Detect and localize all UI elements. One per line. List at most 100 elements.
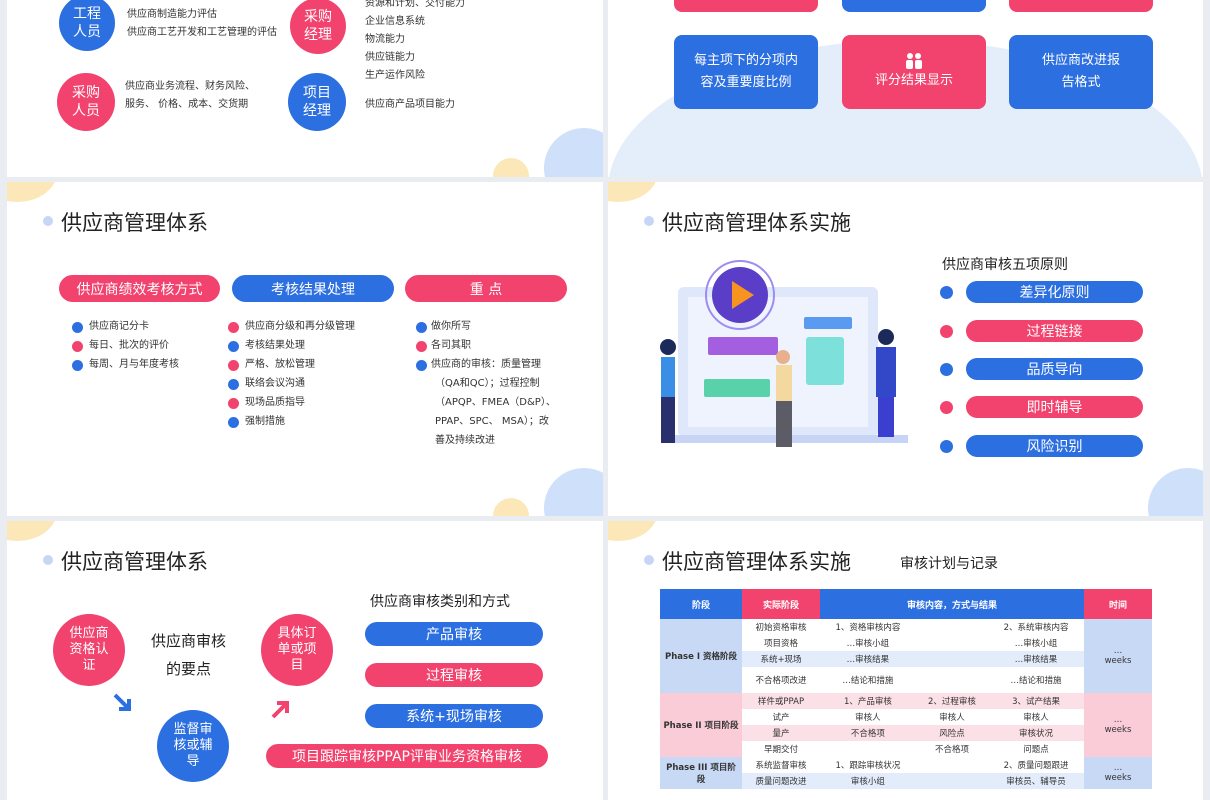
bullet — [72, 360, 83, 371]
supervision-circle: 监督审 核或辅 导 — [157, 710, 229, 782]
title-dot — [644, 216, 654, 226]
phase3-time: … weeks — [1084, 757, 1152, 789]
phase1-time: … weeks — [1084, 619, 1152, 693]
audit-types-title: 供应商审核类别和方式 — [370, 594, 510, 610]
table-cell: 审核状况 — [1019, 729, 1054, 739]
bullet — [416, 322, 427, 333]
table-cell — [916, 757, 988, 773]
table-cell: 试产 — [772, 713, 790, 723]
table-cell — [916, 651, 988, 667]
table-cell: 1、产品审核 — [843, 697, 892, 707]
bullet — [228, 379, 239, 390]
th-content: 审核内容，方式与结果 — [820, 589, 1084, 619]
item-ratio-button[interactable]: 每主项下的分项内 容及重要度比例 — [674, 35, 818, 109]
table-cell: 审核人 — [855, 713, 881, 723]
th-actual-stage: 实际阶段 — [742, 589, 820, 619]
audit-plan-table: 阶段 实际阶段 审核内容，方式与结果 时间 Phase I 资格阶段 初始资格审… — [660, 589, 1152, 789]
table-cell: …结论和措施 — [1010, 676, 1062, 686]
table-cell: 1、跟踪审核状况 — [835, 761, 901, 771]
bullet — [416, 341, 427, 352]
header-result-handling: 考核结果处理 — [232, 275, 394, 302]
bullet — [228, 417, 239, 428]
role-purchaser-desc: 供应商业务流程、财务风险、 服务、 价格、成本、交货期 — [125, 81, 255, 110]
table-cell: 系统监督审核 — [755, 761, 807, 771]
top-button-3 — [1009, 0, 1153, 12]
table-cell: 不合格项改进 — [755, 676, 807, 686]
role-purchaser-circle: 采购 人员 — [57, 73, 115, 131]
slide-management-system: 供应商管理体系 供应商绩效考核方式 考核结果处理 重 点 供应商记分卡 每日、批… — [7, 182, 603, 516]
role-project-manager-circle: 项目 经理 — [288, 73, 346, 131]
table-cell: …审核结果 — [846, 655, 890, 665]
table-cell: 审核员、辅导员 — [1006, 777, 1066, 787]
bullet — [416, 360, 427, 371]
deco-blue — [1148, 468, 1203, 516]
bullet — [228, 322, 239, 333]
project-circle: 具体订 单或项 目 — [261, 614, 333, 686]
principle-process-link: 过程链接 — [966, 320, 1143, 342]
deco-blue — [544, 128, 603, 177]
table-cell — [916, 773, 988, 789]
deco-yellow-tl — [608, 182, 658, 202]
bullet — [72, 322, 83, 333]
table-cell: 项目资格 — [763, 639, 798, 649]
product-audit-pill: 产品审核 — [365, 622, 543, 646]
meeting-illustration — [660, 260, 908, 447]
improvement-report-button[interactable]: 供应商改进报 告格式 — [1009, 35, 1153, 109]
phase3-label: Phase III 项目阶段 — [660, 757, 742, 789]
bullet — [940, 440, 953, 453]
table-cell: 2、系统审核内容 — [1003, 623, 1069, 633]
deco-yellow-tl — [608, 521, 658, 541]
phase2-label: Phase II 项目阶段 — [660, 693, 742, 757]
table-cell: 2、质量问题跟进 — [1003, 761, 1069, 771]
bullet — [940, 363, 953, 376]
table-cell: 系统+现场 — [760, 655, 802, 665]
table-cell: 量产 — [772, 729, 790, 739]
top-button-2 — [842, 0, 986, 12]
role-engineer-circle: 工程 人员 — [59, 0, 115, 51]
arrow-up-right-icon — [271, 701, 289, 719]
role-purchase-manager-circle: 采购 经理 — [290, 0, 346, 54]
title-dot — [644, 555, 654, 565]
deco-yellow — [493, 158, 529, 177]
role-purchase-manager-desc: 资源和计划、交付能力 企业信息系统 物流能力 供应链能力 生产运作风险 — [365, 0, 465, 81]
table-cell — [916, 635, 988, 651]
table-cell: 早期交付 — [763, 745, 798, 755]
phase2-time: … weeks — [1084, 693, 1152, 757]
slide-title: 供应商管理体系实施 — [662, 550, 851, 574]
table-cell: 2、过程审核 — [928, 697, 976, 707]
phase1-label: Phase I 资格阶段 — [660, 619, 742, 693]
audit-plan-subtitle: 审核计划与记录 — [900, 556, 998, 572]
deco-blue — [544, 468, 603, 516]
audit-points-label: 供应商审核 的要点 — [151, 632, 227, 678]
th-stage: 阶段 — [660, 589, 742, 619]
slide-title: 供应商管理体系实施 — [662, 211, 851, 235]
slide-five-principles: 供应商管理体系实施 供应商审核五项原则 差异化原则 过程链接 品质导向 即时辅导… — [608, 182, 1203, 516]
arrow-down-right-icon — [113, 693, 131, 711]
title-dot — [43, 555, 53, 565]
key-points-list: 做你所写 各司其职 供应商的审核：质量管理 （QA和QC）；过程控制 （APQP… — [431, 321, 556, 446]
slide-title: 供应商管理体系 — [61, 211, 208, 235]
slide-title: 供应商管理体系 — [61, 550, 208, 574]
table-cell: 质量问题改进 — [755, 777, 807, 787]
slide-scoring: 每主项下的分项内 容及重要度比例 评分结果显示 供应商改进报 告格式 — [608, 0, 1203, 177]
principle-risk: 风险识别 — [966, 435, 1143, 457]
title-dot — [43, 216, 53, 226]
bullet — [940, 286, 953, 299]
system-audit-pill: 系统+现场审核 — [365, 704, 543, 728]
result-handling-list: 供应商分级和再分级管理 考核结果处理 严格、放松管理 联络会议沟通 现场品质指导… — [245, 321, 355, 427]
bullet — [940, 325, 953, 338]
deco-yellow-tl — [7, 182, 57, 202]
table-cell: 不合格项 — [934, 745, 969, 755]
table-cell: 初始资格审核 — [755, 623, 807, 633]
table-cell: 审核人 — [939, 713, 965, 723]
table-cell: …审核小组 — [1014, 639, 1058, 649]
table-cell: 审核人 — [1023, 713, 1049, 723]
table-cell — [916, 619, 988, 635]
slide-roles: 工程 人员 供应商制造能力评估 供应商工艺开发和工艺管理的评估 采购 经理 资源… — [7, 0, 603, 177]
table-cell: …结论和措施 — [842, 676, 894, 686]
header-key-points: 重 点 — [405, 275, 567, 302]
score-display-button[interactable]: 评分结果显示 — [842, 35, 986, 109]
deco-yellow-tl — [7, 521, 57, 541]
slide-audit-points: 供应商管理体系 供应商 资格认 证 供应商审核 的要点 具体订 单或项 目 监督… — [7, 521, 603, 800]
table-cell: …审核小组 — [846, 639, 890, 649]
